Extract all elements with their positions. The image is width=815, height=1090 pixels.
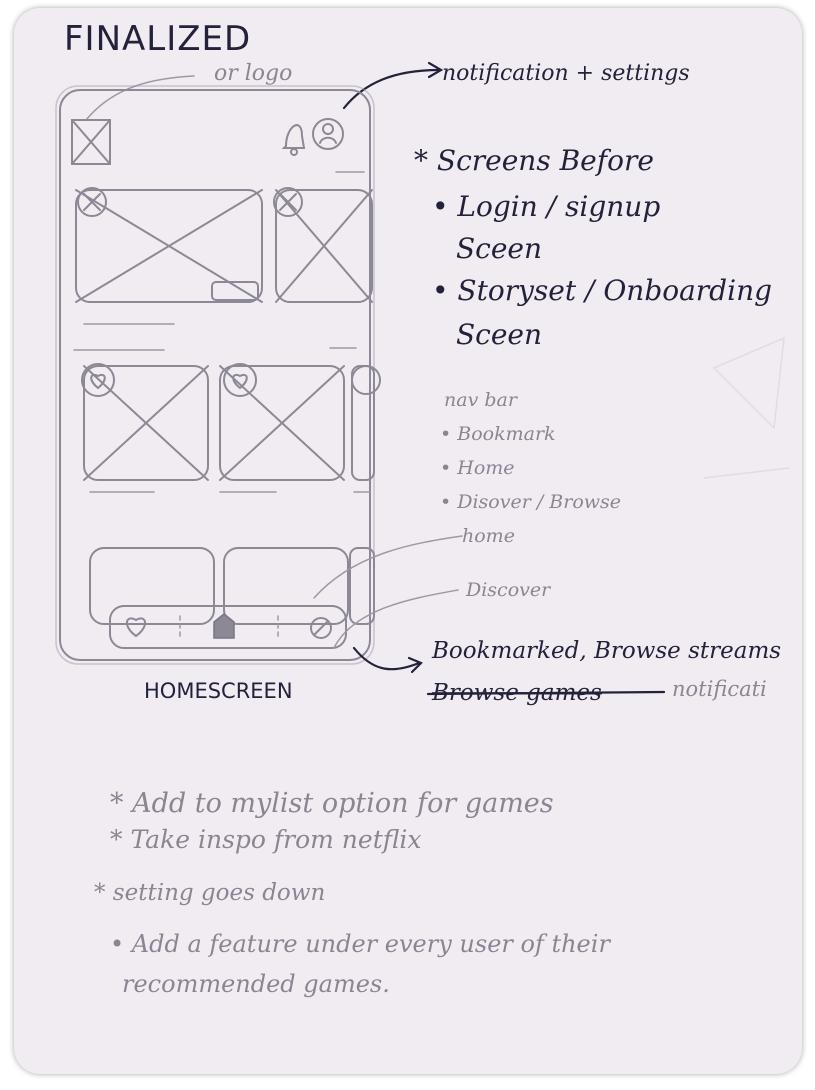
navbar-item-3: • Disover / Browse (440, 491, 621, 513)
navbar-item-1: • Bookmark (440, 423, 556, 445)
compass-icon (310, 617, 332, 639)
game-card-5 (223, 547, 349, 625)
bottom-annotation-arrow (352, 646, 421, 671)
navbar-item-2: • Home (440, 457, 515, 479)
bottom-annotation-note: notificati (672, 677, 767, 701)
bottom-nav-bar (109, 605, 347, 649)
top-annotation: notification + settings (442, 61, 690, 86)
profile-icon (312, 118, 344, 150)
todo-note-3: * setting goes down (94, 880, 325, 906)
bell-icon (281, 124, 306, 156)
screens-before-notes: * Screens Before • Login / signup Sceen … (414, 144, 772, 351)
featured-card-1 (75, 187, 263, 303)
sketch-canvas: FINALIZED or logo notification + setting… (55, 19, 790, 998)
screens-before-item-3: • Storyset / Onboarding (432, 274, 772, 307)
home-icon (213, 613, 235, 639)
heart-icon (232, 374, 248, 390)
page-title: FINALIZED (64, 19, 251, 59)
game-card-3 (351, 365, 381, 481)
logo-note-arrow (85, 75, 195, 121)
todo-note-2: * Take inspo from netflix (110, 825, 422, 854)
todo-note-4: • Add a feature under every user of thei… (110, 930, 611, 958)
screens-before-item-4: Sceen (456, 318, 542, 351)
tab-label-discover: Discover (465, 579, 552, 601)
todo-note-5: recommended games. (122, 970, 390, 998)
page-bleed (703, 336, 790, 479)
phone-wireframe (55, 85, 381, 665)
logo-placeholder-icon (71, 119, 111, 165)
logo-note: or logo (214, 61, 292, 86)
screens-before-heading: * Screens Before (414, 144, 654, 177)
game-card-4 (89, 547, 215, 625)
heart-icon (90, 374, 106, 390)
navbar-heading: nav bar (444, 389, 519, 411)
tab-label-home: home (462, 525, 515, 547)
screen-label: HOMESCREEN (144, 679, 293, 703)
notification-arrow (342, 68, 441, 110)
todo-note-1: * Add to mylist option for games (110, 788, 554, 819)
screens-before-item-1: • Login / signup (432, 190, 660, 223)
game-card-2 (219, 363, 345, 481)
heart-icon (126, 617, 146, 638)
game-card-1 (81, 363, 209, 481)
navbar-notes: nav bar • Bookmark • Home • Disover / Br… (313, 389, 621, 649)
notebook-page: FINALIZED or logo notification + setting… (14, 8, 802, 1074)
featured-card-2 (273, 187, 373, 303)
bottom-annotation: Bookmarked, Browse streams (431, 638, 781, 664)
game-card-6 (349, 547, 375, 625)
screens-before-item-2: Sceen (456, 232, 542, 265)
todo-notes: * Add to mylist option for games * Take … (94, 788, 611, 998)
